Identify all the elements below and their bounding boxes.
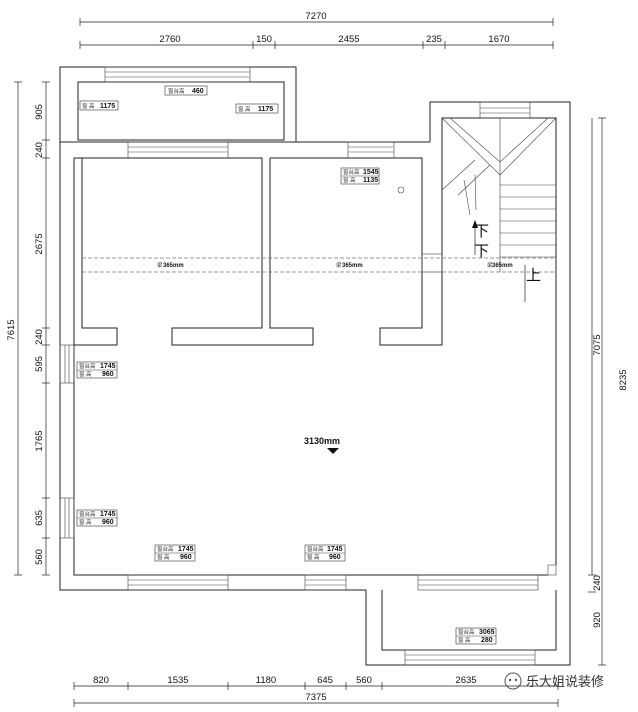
dim-right-inner: 7075	[592, 334, 603, 355]
svg-text:280: 280	[481, 637, 493, 644]
window-tag-left-1: 窗台高 1745 窗 高 960	[76, 361, 118, 379]
watermark-text: 乐大姐说装修	[526, 675, 604, 690]
beam-label-2-prefix: 梁	[336, 261, 342, 269]
svg-text:1745: 1745	[100, 511, 116, 518]
ceiling-height-marker	[327, 448, 339, 454]
beam-labels: 梁 365mm 梁 365mm 梁 365mm	[157, 261, 513, 269]
svg-text:窗台高: 窗台高	[79, 362, 96, 370]
window-tag-room-right: 窗台高 1545 窗 高 1135	[340, 167, 380, 185]
top-dimensions: 7270 2760 150 2455 235 1670	[79, 11, 554, 49]
dim-right-outer: 8235	[618, 369, 629, 390]
svg-text:1745: 1745	[327, 546, 343, 553]
svg-text:1545: 1545	[363, 169, 379, 176]
dim-top-seg-5: 1670	[488, 34, 509, 45]
dim-top-seg-3: 2455	[338, 34, 359, 45]
window-tag-balcony-left: 窗 高 1175	[79, 100, 119, 111]
window-tag-left-2: 窗台高 1745 窗 高 960	[76, 509, 118, 527]
stair-down-label-2: 下	[474, 242, 489, 260]
dim-bottom-seg-5: 560	[356, 675, 372, 686]
svg-text:窗台高: 窗台高	[168, 87, 185, 95]
dim-bottom-seg-1: 820	[93, 675, 109, 686]
window-tag-bottom-2: 窗台高 1745 窗 高 960	[304, 544, 346, 562]
dim-top-seg-4: 235	[426, 34, 442, 45]
beam-label-1-prefix: 梁	[157, 261, 163, 269]
dim-top-total: 7270	[305, 11, 326, 22]
dim-left-total: 7615	[6, 319, 17, 340]
beam-label-1: 365mm	[163, 263, 184, 269]
left-dimensions: 7615 905 240 2675 240 595 1765 635 560	[6, 81, 50, 576]
svg-text:窗 高: 窗 高	[79, 370, 92, 378]
bottom-dimensions: 820 1535 1180 645 560 2635 7375	[73, 675, 559, 707]
svg-text:窗 高: 窗 高	[82, 102, 95, 110]
svg-text:窗 高: 窗 高	[238, 105, 251, 113]
watermark: 乐大姐说装修	[504, 672, 604, 690]
svg-text:1745: 1745	[178, 546, 194, 553]
svg-text:960: 960	[102, 519, 114, 526]
svg-text:窗 高: 窗 高	[343, 176, 356, 184]
dim-left-7: 635	[34, 510, 45, 526]
dim-left-1: 905	[34, 104, 45, 120]
window-tag-balcony-top: 窗台高 460	[164, 85, 208, 96]
right-dimensions: 8235 7075 240 920	[588, 117, 629, 666]
svg-text:1175: 1175	[100, 103, 115, 110]
svg-text:460: 460	[192, 88, 204, 95]
dim-bottom-seg-3: 1180	[256, 675, 276, 686]
beam-label-2: 365mm	[342, 263, 363, 269]
dim-bottom-seg-2: 1535	[167, 675, 188, 686]
dim-bottom-seg-4: 645	[317, 675, 333, 686]
svg-text:960: 960	[180, 554, 192, 561]
dim-left-3: 2675	[34, 233, 45, 254]
svg-text:窗台高: 窗台高	[307, 545, 324, 553]
dim-left-4: 240	[34, 329, 45, 345]
ceiling-height-label: 3130mm	[304, 436, 340, 446]
window-tag-bottom-1: 窗台高 1745 窗 高 960	[154, 544, 196, 562]
svg-text:窗台高: 窗台高	[79, 510, 96, 518]
dim-top-seg-1: 2760	[159, 34, 180, 45]
svg-text:1135: 1135	[363, 177, 378, 184]
svg-text:窗 高: 窗 高	[458, 636, 471, 644]
svg-text:1175: 1175	[258, 106, 273, 113]
wechat-icon	[504, 672, 522, 690]
svg-text:窗台高: 窗台高	[458, 628, 475, 636]
svg-text:窗台高: 窗台高	[157, 545, 174, 553]
svg-text:窗 高: 窗 高	[307, 553, 320, 561]
dim-left-5: 595	[34, 356, 45, 372]
svg-text:1745: 1745	[100, 363, 116, 370]
beam-label-3-prefix: 梁	[487, 261, 493, 269]
dim-right-seg-2: 920	[592, 612, 603, 628]
svg-text:960: 960	[329, 554, 341, 561]
dim-right-seg-1: 240	[592, 575, 603, 591]
svg-text:960: 960	[102, 371, 114, 378]
dim-bottom-seg-6: 2635	[455, 675, 476, 686]
svg-text:3065: 3065	[479, 629, 495, 636]
svg-text:窗台高: 窗台高	[343, 168, 360, 176]
dim-left-2: 240	[34, 142, 45, 158]
dim-left-6: 1765	[34, 430, 45, 451]
fixture-circle	[397, 186, 405, 194]
svg-text:窗 高: 窗 高	[157, 553, 170, 561]
window-tag-balcony-bottom: 窗台高 3065 窗 高 280	[455, 627, 497, 645]
svg-text:窗 高: 窗 高	[79, 518, 92, 526]
window-tag-balcony-right: 窗 高 1175	[235, 103, 279, 114]
dim-top-seg-2: 150	[256, 34, 272, 45]
staircase	[441, 117, 557, 302]
stair-up-label: 上	[526, 266, 541, 284]
dim-left-8: 560	[34, 549, 45, 565]
dim-bottom-total: 7375	[305, 692, 326, 703]
walls	[59, 66, 571, 666]
stair-down-label-1: 下	[474, 222, 489, 240]
beam-label-3: 365mm	[492, 263, 513, 269]
